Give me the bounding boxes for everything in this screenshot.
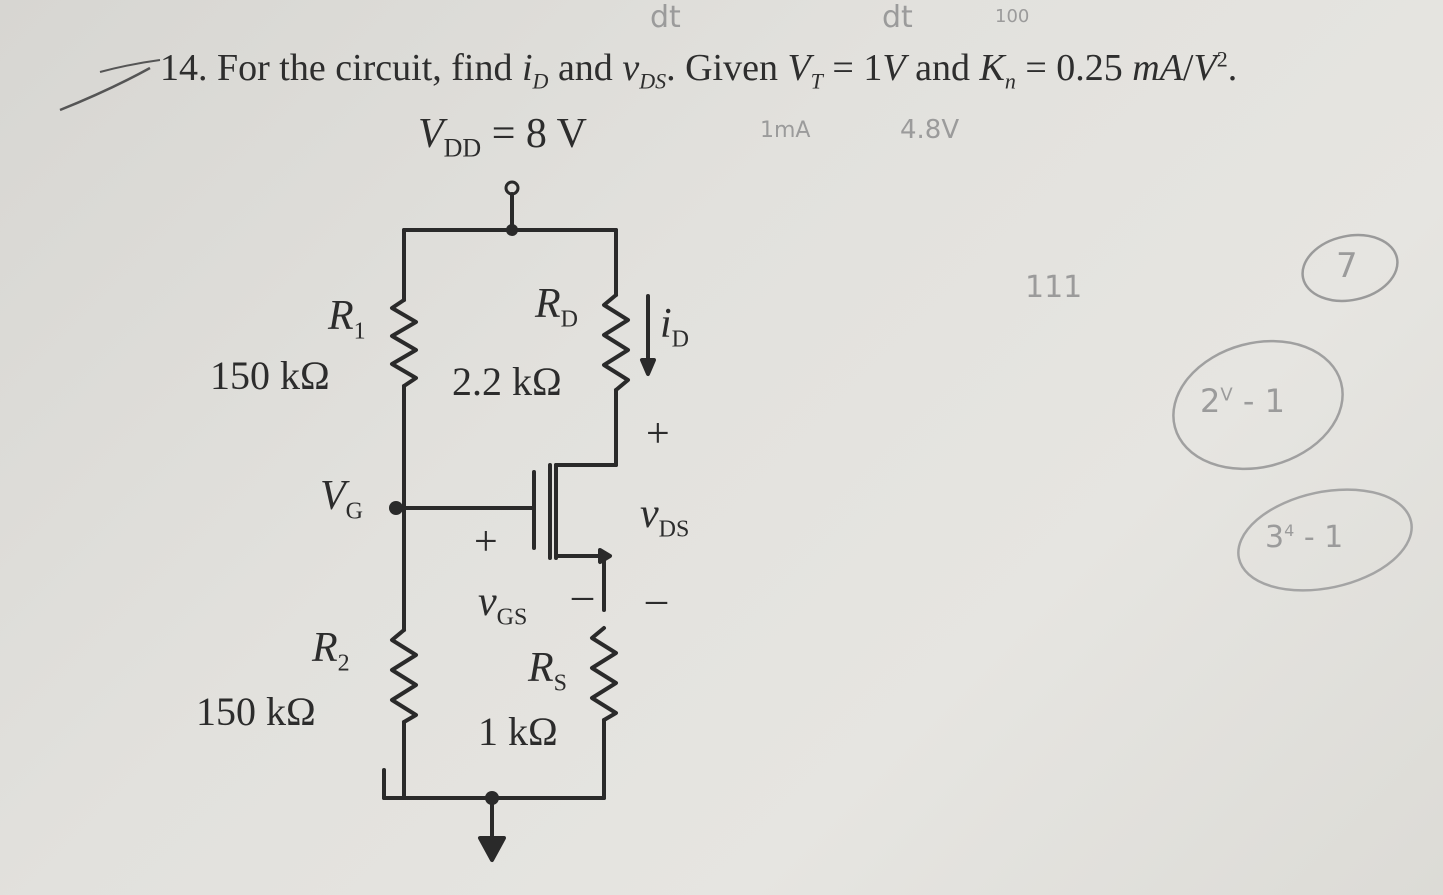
note-dt-2: dt	[882, 0, 913, 35]
given-word: . Given	[666, 47, 778, 89]
rs-resistor	[590, 626, 618, 722]
circle-note-3: 34 - 1	[1265, 520, 1344, 555]
circle-note-2: 2V - 1	[1200, 382, 1285, 420]
vds-label: vDS	[640, 491, 690, 543]
vgs-label: vGS	[478, 579, 528, 631]
r2-value: 150 kΩ	[196, 689, 316, 734]
r1-resistor	[390, 298, 418, 388]
plus-vgs: +	[474, 519, 498, 565]
minus-vgs: –	[572, 573, 593, 619]
r1-name: R1	[328, 293, 366, 345]
vds-symbol: vDS	[622, 47, 667, 94]
ground-arrow	[478, 836, 506, 862]
id-arrow	[640, 358, 656, 376]
kn-equation: Kn	[979, 47, 1016, 94]
note-100: 100	[995, 6, 1030, 27]
and-word-1: and	[557, 47, 613, 89]
kn-value: = 0.25 mA/V2.	[1015, 46, 1238, 89]
circle-note-1: 7	[1336, 246, 1358, 286]
vt-equation: VT	[787, 47, 823, 94]
problem-number: 14.	[160, 47, 208, 89]
note-1ma: 1mA	[760, 118, 811, 143]
r2-name: R2	[312, 625, 350, 677]
plus-vds: +	[646, 411, 670, 457]
problem-statement: 14. For the circuit, find iD and vDS. Gi…	[160, 46, 1237, 95]
note-dt-1: dt	[650, 0, 681, 35]
id-symbol: iD	[521, 47, 549, 94]
problem-text: For the circuit, find	[217, 47, 513, 89]
vt-value: = 1V	[822, 47, 906, 89]
rd-resistor	[602, 293, 630, 392]
rd-value: 2.2 kΩ	[452, 359, 562, 404]
note-ticks: 111	[1025, 270, 1083, 305]
minus-vds: –	[646, 577, 667, 623]
note-4-8v: 4.8V	[900, 115, 960, 145]
r2-resistor	[390, 628, 418, 724]
rd-name: RD	[535, 281, 578, 333]
r1-value: 150 kΩ	[210, 353, 330, 398]
and-word-2: and	[915, 47, 970, 89]
id-label: iD	[660, 301, 690, 353]
rs-name: RS	[528, 645, 568, 697]
vdd-label: VDD = 8 V	[418, 111, 587, 163]
rs-value: 1 kΩ	[478, 709, 558, 754]
vg-label: VG	[320, 473, 363, 525]
